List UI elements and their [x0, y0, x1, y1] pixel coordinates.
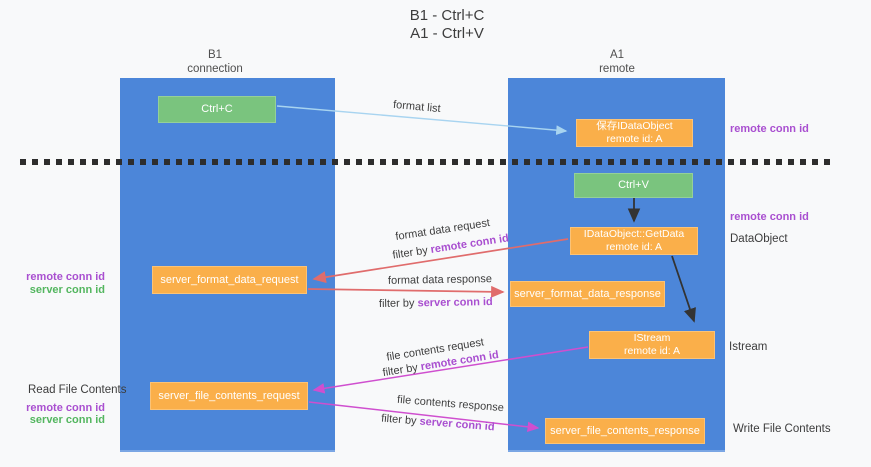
server-file-contents-response-box: server_file_contents_response [545, 418, 705, 444]
save-idataobject-line1: 保存IDataObject [596, 120, 673, 132]
server-file-contents-response-label: server_file_contents_response [550, 424, 700, 437]
title-line-1: B1 - Ctrl+C [409, 7, 485, 24]
idataobject-getdata-box: IDataObject::GetData remote id: A [570, 227, 698, 255]
read-file-contents-annotation: Read File Contents [28, 384, 127, 396]
server-conn-id-annotation-left-mid: server conn id [29, 284, 105, 296]
filter-by-text: filter by [380, 412, 421, 428]
remote-conn-id-annotation-mid: remote conn id [730, 211, 809, 223]
getdata-line1: IDataObject::GetData [583, 228, 685, 240]
column-header-b1: B1 connection [155, 48, 275, 76]
istream-box: IStream remote id: A [589, 331, 715, 359]
ctrl-v-box: Ctrl+V [574, 173, 693, 198]
remote-conn-id-annotation-left-bottom: remote conn id [26, 402, 105, 414]
istream-line2: remote id: A [623, 345, 681, 357]
filter-by-server-conn-id-label-2: filter by server conn id [381, 413, 495, 434]
title-line-2: A1 - Ctrl+V [410, 25, 484, 42]
save-idataobject-box: 保存IDataObject remote id: A [576, 119, 693, 147]
getdata-line2: remote id: A [605, 241, 663, 253]
format-list-label: format list [392, 98, 442, 116]
istream-annotation: Istream [729, 341, 768, 353]
server-format-data-request-label: server_format_data_request [160, 273, 299, 286]
phase-separator-dashed-line [20, 159, 833, 165]
server-format-data-request-box: server_format_data_request [152, 266, 307, 294]
server-file-contents-request-box: server_file_contents_request [150, 382, 308, 410]
diagram-title: B1 - Ctrl+C A1 - Ctrl+V [367, 7, 527, 43]
ctrl-c-box: Ctrl+C [158, 96, 276, 123]
arrow-format-data-response [307, 285, 505, 298]
filter-by-text: filter by [391, 244, 432, 262]
filter-by-server-conn-id-label-1: filter by server conn id [379, 296, 493, 310]
server-conn-id-accent: server conn id [417, 296, 493, 310]
remote-conn-id-annotation-left-mid: remote conn id [26, 271, 105, 283]
ctrl-v-label: Ctrl+V [618, 179, 649, 191]
server-format-data-response-label: server_format_data_response [514, 287, 661, 300]
filter-by-text: filter by [378, 297, 418, 310]
column-b1-name: B1 [207, 49, 223, 61]
server-file-contents-request-label: server_file_contents_request [158, 389, 300, 402]
write-file-contents-annotation: Write File Contents [733, 423, 831, 435]
column-b1-role: connection [187, 63, 243, 75]
file-contents-response-label: file contents response [396, 393, 505, 415]
server-conn-id-accent: server conn id [419, 415, 496, 434]
istream-line1: IStream [633, 332, 671, 344]
dataobject-annotation: DataObject [730, 233, 788, 245]
server-conn-id-annotation-left-bottom: server conn id [29, 414, 105, 426]
filter-by-text: filter by [381, 361, 422, 380]
server-format-data-response-box: server_format_data_response [510, 281, 665, 307]
format-data-response-label: format data response [387, 273, 493, 287]
column-a1-role: remote [599, 63, 635, 75]
ctrl-c-label: Ctrl+C [201, 103, 233, 115]
column-header-a1: A1 remote [557, 48, 677, 76]
remote-conn-id-annotation-top: remote conn id [730, 123, 809, 135]
save-idataobject-line2: remote id: A [606, 133, 663, 145]
column-a1-name: A1 [609, 49, 625, 61]
